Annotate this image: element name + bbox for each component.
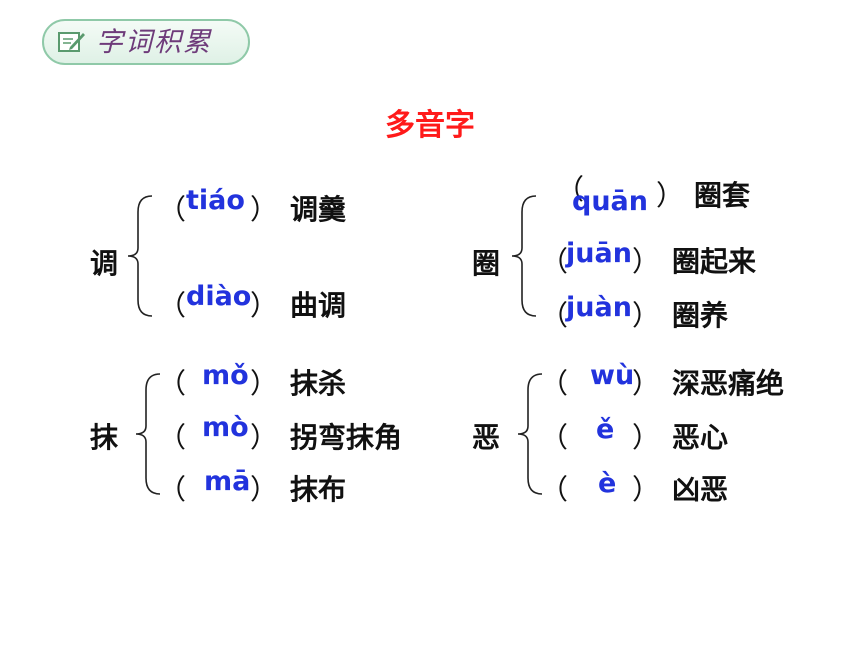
pinyin: mǒ (202, 360, 249, 391)
paren-open: （ (158, 473, 187, 506)
pinyin: quān (572, 186, 648, 217)
example-word: 抹杀 (290, 367, 347, 400)
paren-open: （ (540, 421, 569, 454)
paren-close: ） (250, 473, 279, 506)
example-word: 恶心 (672, 421, 729, 454)
badge-label: 字词积累 (96, 27, 212, 58)
pinyin: diào (186, 281, 252, 312)
example-word: 曲调 (290, 289, 347, 322)
example-word: 圈套 (694, 179, 751, 212)
paren-open: （ (540, 299, 569, 332)
example-word: 圈起来 (672, 245, 757, 278)
paren-close: ） (632, 245, 661, 278)
pencil-note-icon (58, 32, 85, 52)
paren-open: （ (540, 473, 569, 506)
example-word: 调羹 (290, 193, 347, 226)
example-word: 深恶痛绝 (672, 367, 785, 400)
paren-close: ） (632, 367, 661, 400)
example-word: 抹布 (290, 473, 347, 506)
paren-open: （ (158, 421, 187, 454)
example-word: 圈养 (672, 299, 729, 332)
brace-icon (127, 195, 153, 317)
group-char: 调 (90, 247, 119, 280)
paren-open: （ (158, 367, 187, 400)
pinyin: juàn (566, 292, 632, 323)
example-word: 拐弯抹角 (290, 421, 403, 454)
pinyin: mò (202, 412, 249, 443)
paren-open: （ (540, 367, 569, 400)
pinyin: mā (204, 466, 251, 497)
section-badge: 字词积累 (42, 19, 250, 65)
paren-close: ） (632, 473, 661, 506)
paren-close: ） (250, 367, 279, 400)
brace-icon (517, 373, 543, 495)
paren-close: ） (250, 193, 279, 226)
paren-close: ） (632, 299, 661, 332)
page-title: 多音字 (385, 108, 475, 143)
paren-open: （ (540, 245, 569, 278)
pinyin: juān (566, 238, 632, 269)
group-char: 恶 (472, 421, 501, 454)
paren-open: （ (158, 193, 187, 226)
paren-close: ） (632, 421, 661, 454)
brace-icon (135, 373, 161, 495)
example-word: 凶恶 (672, 473, 729, 506)
paren-close: ） (250, 289, 279, 322)
pinyin: è (598, 468, 617, 499)
pinyin: ě (596, 414, 615, 445)
paren-open: （ (158, 289, 187, 322)
brace-icon (511, 195, 537, 317)
pinyin: tiáo (186, 185, 245, 216)
pinyin: wù (590, 360, 635, 391)
paren-close: ） (656, 179, 685, 212)
group-char: 抹 (90, 421, 119, 454)
group-char: 圈 (472, 247, 501, 280)
paren-open: （ (556, 173, 585, 206)
paren-close: ） (250, 421, 279, 454)
